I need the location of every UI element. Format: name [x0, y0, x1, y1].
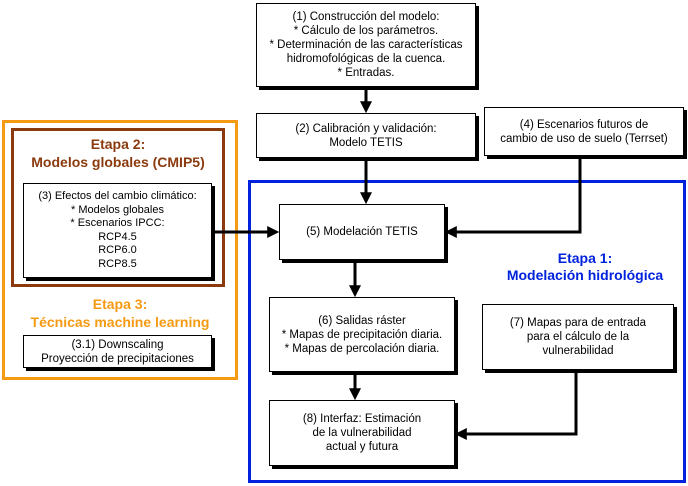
- box-3-line: RCP4.5: [98, 230, 137, 243]
- stage3-title-line2: Técnicas machine learning: [30, 314, 210, 330]
- box-3-line: RCP8.5: [98, 257, 137, 270]
- stage1-title-line1: Etapa 1:: [557, 250, 613, 266]
- stage2-title: Etapa 2: Modelos globales (CMIP5): [11, 135, 225, 171]
- box-6-raster-outputs: (6) Salidas ráster * Mapas de precipitac…: [269, 297, 455, 372]
- stage2-title-line2: Modelos globales (CMIP5): [31, 154, 205, 170]
- box-3-1-downscaling: (3.1) Downscaling Proyección de precipit…: [23, 335, 212, 368]
- box-8-line: (8) Interfaz: Estimación: [302, 413, 422, 425]
- stage3-group: [2, 120, 238, 380]
- box-2-line: (2) Calibración y validación:: [295, 122, 437, 135]
- box-1-line: hidromofológicas de la cuenca.: [286, 53, 446, 65]
- box-4-land-use-scenarios: (4) Escenarios futuros de cambio de uso …: [484, 107, 684, 156]
- box-3-line: * Modelos globales: [71, 203, 164, 216]
- box-8-line: de la vulnerabilidad: [312, 427, 412, 439]
- box-1-model-construction: (1) Construcción del modelo: * Cálculo d…: [256, 3, 476, 87]
- box-1-line: * Determinación de las características: [269, 39, 463, 51]
- box-1-line: (1) Construcción del modelo:: [292, 11, 440, 23]
- box-2-calibration: (2) Calibración y validación: Modelo TET…: [256, 113, 476, 158]
- arrow-4-to-5: [444, 156, 582, 238]
- box-6-line: (6) Salidas ráster: [318, 314, 406, 327]
- box-7-vulnerability-input-maps: (7) Mapas para de entrada para el cálcul…: [482, 304, 674, 370]
- box-2-line: Modelo TETIS: [329, 136, 403, 149]
- box-8-interface: (8) Interfaz: Estimación de la vulnerabi…: [269, 400, 455, 466]
- box-1-line: * Entradas.: [337, 67, 395, 79]
- stage1-title: Etapa 1: Modelación hidrológica: [490, 250, 680, 284]
- stage1-group: [248, 180, 686, 483]
- stage2-group: [11, 128, 225, 287]
- box-3-line: * Escenarios IPCC:: [70, 217, 165, 229]
- stage3-title-line1: Etapa 3:: [92, 296, 148, 312]
- box-5-tetis-modeling: (5) Modelación TETIS: [279, 204, 445, 260]
- box-7-line: (7) Mapas para de entrada: [509, 317, 647, 329]
- box-6-line: * Mapas de percolación diaria.: [284, 342, 440, 355]
- stage3-title: Etapa 3: Técnicas machine learning: [2, 295, 238, 331]
- box-3-1-line: (3.1) Downscaling: [71, 338, 164, 351]
- box-7-line: para el cálculo de la: [526, 331, 630, 343]
- box-5-line: (5) Modelación TETIS: [306, 226, 418, 238]
- arrow-7-to-8: [454, 370, 578, 440]
- box-3-1-line: Proyección de precipitaciones: [41, 352, 194, 365]
- box-3-line: RCP6.0: [98, 244, 137, 256]
- box-1-line: * Cálculo de los parámetros.: [293, 25, 439, 37]
- box-4-line: (4) Escenarios futuros de: [519, 118, 649, 131]
- stage2-title-line1: Etapa 2:: [90, 136, 146, 152]
- box-3-line: (3) Efectos del cambio climático:: [38, 190, 197, 202]
- box-6-line: * Mapas de precipitación diaria.: [281, 328, 443, 341]
- box-8-line: actual y futura: [325, 441, 399, 453]
- box-7-line: vulnerabilidad: [542, 345, 614, 357]
- stage1-title-line2: Modelación hidrológica: [506, 267, 664, 283]
- box-4-line: cambio de uso de suelo (Terrset): [500, 132, 668, 145]
- box-3-climate-change-effects: (3) Efectos del cambio climático: * Mode…: [23, 183, 212, 278]
